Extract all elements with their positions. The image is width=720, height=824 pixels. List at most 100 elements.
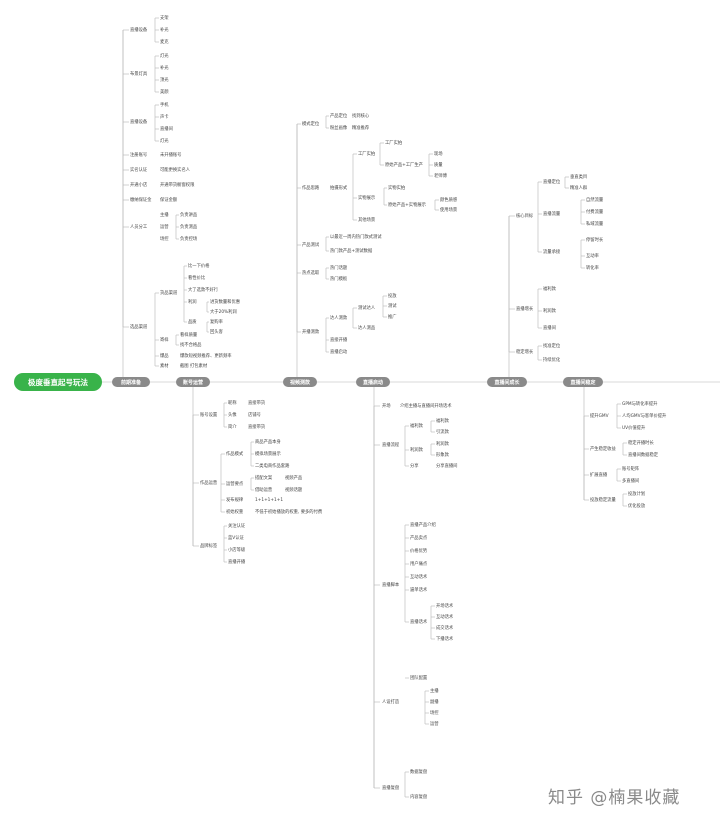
node-f-b[interactable]: 利润款 xyxy=(410,448,423,453)
node-grow[interactable]: 直播增长 xyxy=(516,307,534,312)
node-sample[interactable]: 寄样 xyxy=(160,338,169,343)
node-store-note: 截图 打包素材 xyxy=(180,364,208,369)
node-hot[interactable]: 爆品 xyxy=(160,354,169,359)
node-live-a[interactable]: 达人测款 xyxy=(330,316,348,321)
node-role-2[interactable]: 运营 xyxy=(160,225,169,230)
node-sel-b[interactable]: 利润 xyxy=(188,300,197,305)
node-pc[interactable]: 产生稳定收益 xyxy=(590,447,616,452)
node-craft[interactable]: 运营要点 xyxy=(226,482,244,487)
node-select[interactable]: 选品渠道 xyxy=(130,325,148,330)
branch-live-growth[interactable]: 直播间成长 xyxy=(487,377,527,387)
node-attr-a-note-3: 老师傅 xyxy=(434,174,447,179)
node-lights[interactable]: 布景灯具 xyxy=(130,72,148,77)
node-sel-c[interactable]: 品质 xyxy=(188,320,197,325)
node-c-c-3: 转化率 xyxy=(586,266,599,271)
node-tone[interactable]: 直播话术 xyxy=(410,620,428,625)
branch-prep[interactable]: 前期准备 xyxy=(112,377,150,387)
node-person[interactable]: 人设打造 xyxy=(382,700,400,705)
node-account[interactable]: 注册账号 xyxy=(130,153,148,158)
node-attr-c[interactable]: 其他场景 xyxy=(358,218,376,223)
node-setup-3[interactable]: 简介 xyxy=(228,425,237,430)
node-data-3: UV价值提升 xyxy=(622,426,646,431)
node-shoot-2[interactable]: 声卡 xyxy=(160,115,169,120)
node-c-a[interactable]: 直播定位 xyxy=(543,180,561,185)
node-light-3[interactable]: 顶光 xyxy=(160,78,169,83)
branch-video-test[interactable]: 视频测款 xyxy=(283,377,317,387)
node-f-a[interactable]: 福利款 xyxy=(410,424,423,429)
node-mode-3: 二类电商作品套路 xyxy=(255,464,290,469)
node-people[interactable]: 人员分工 xyxy=(130,225,148,230)
node-setup-2[interactable]: 头像 xyxy=(228,413,237,418)
node-role-1[interactable]: 主播 xyxy=(160,213,169,218)
node-growth[interactable]: 初始权重 xyxy=(226,510,244,515)
node-v-mode-2: 粉丝画像 xyxy=(330,126,348,131)
node-g-a[interactable]: 福利款 xyxy=(543,287,556,292)
node-v-works[interactable]: 作品思路 xyxy=(302,186,320,191)
node-g-c[interactable]: 直播间 xyxy=(543,326,556,331)
node-f-c[interactable]: 分享 xyxy=(410,464,419,469)
node-v-product[interactable]: 产品测试 xyxy=(302,243,320,248)
node-live-c[interactable]: 直播启动 xyxy=(330,350,348,355)
node-c-b-3: 私域流量 xyxy=(586,222,604,227)
node-eq-2[interactable]: 补光 xyxy=(160,28,169,33)
node-eq-1[interactable]: 支架 xyxy=(160,16,169,21)
node-c-b[interactable]: 直播流量 xyxy=(543,212,561,217)
node-deposit[interactable]: 缴纳保证金 xyxy=(130,198,152,203)
node-post[interactable]: 发布规律 xyxy=(226,498,244,503)
node-light-1[interactable]: 灯光 xyxy=(160,54,169,59)
node-shoot-4[interactable]: 灯光 xyxy=(160,139,169,144)
node-data[interactable]: 提升GMV xyxy=(590,414,609,419)
branch-live-start[interactable]: 直播启动 xyxy=(356,377,390,387)
node-intro[interactable]: 开场 xyxy=(382,404,391,409)
node-brand[interactable]: 品牌标签 xyxy=(200,544,218,549)
node-light-4[interactable]: 美颜 xyxy=(160,90,169,95)
node-setup-1[interactable]: 昵称 xyxy=(228,401,237,406)
node-c-c[interactable]: 流量承接 xyxy=(543,250,561,255)
node-v-attr[interactable]: 拍摄形式 xyxy=(330,186,348,191)
node-attr-b-2: 原始产品+实物展示 xyxy=(388,203,426,208)
node-live-a-note-3: 推广 xyxy=(388,315,397,320)
node-core[interactable]: 核心目标 xyxy=(516,214,534,219)
node-eq-3[interactable]: 麦克 xyxy=(160,40,169,45)
node-role-3[interactable]: 场控 xyxy=(160,237,169,242)
node-v-pick[interactable]: 热点选取 xyxy=(302,271,320,276)
node-light-2[interactable]: 补光 xyxy=(160,66,169,71)
node-mode-1: 商品产品本身 xyxy=(255,440,281,445)
node-live-b[interactable]: 直接开播 xyxy=(330,338,348,343)
node-plan[interactable]: 直播脚本 xyxy=(382,583,400,588)
node-pc-1: 稳定开播时长 xyxy=(628,441,654,446)
root-node[interactable]: 极度垂直起号玩法 xyxy=(14,373,102,391)
node-after[interactable]: 直播复盘 xyxy=(382,786,400,791)
node-live-a-note-1: 投放 xyxy=(388,294,397,299)
node-attr-b-note-2: 使用场景 xyxy=(440,208,458,213)
node-mode[interactable]: 作品模式 xyxy=(226,452,244,457)
node-team-expand[interactable]: 扩展直播 xyxy=(590,473,608,478)
node-realname[interactable]: 实名认证 xyxy=(130,168,148,173)
branch-live-stable[interactable]: 直播间稳定 xyxy=(563,377,603,387)
node-shoot[interactable]: 直播设备 xyxy=(130,120,148,125)
node-permission[interactable]: 开通小店 xyxy=(130,183,148,188)
node-equipment[interactable]: 直播设备 xyxy=(130,28,148,33)
node-shoot-1[interactable]: 手机 xyxy=(160,103,169,108)
node-shoot-3[interactable]: 直播间 xyxy=(160,127,173,132)
node-post-note: 1+1+1+1+1 xyxy=(255,498,284,503)
node-g-b[interactable]: 利润款 xyxy=(543,309,556,314)
node-flow[interactable]: 直播流程 xyxy=(382,443,400,448)
node-team-1: 主播 xyxy=(430,689,439,694)
node-sel-a[interactable]: 货品渠道 xyxy=(160,291,178,296)
node-works[interactable]: 作品运营 xyxy=(200,481,218,486)
node-next[interactable]: 稳定增长 xyxy=(516,350,534,355)
branch-operation[interactable]: 账号运营 xyxy=(176,377,210,387)
node-v-record[interactable]: 开播测款 xyxy=(302,330,320,335)
node-attr-b[interactable]: 实物展示 xyxy=(358,196,376,201)
node-attr-a-note-2: 质量 xyxy=(434,163,443,168)
node-attr-a-1: 工厂实拍 xyxy=(385,141,403,146)
node-sel-a-2: 看性价比 xyxy=(188,276,206,281)
node-setup[interactable]: 账号设置 xyxy=(200,413,218,418)
node-attr-a[interactable]: 工厂实拍 xyxy=(358,152,376,157)
node-store[interactable]: 素材 xyxy=(160,364,169,369)
node-ad[interactable]: 投放稳定流量 xyxy=(590,498,616,503)
node-team[interactable]: 团队配置 xyxy=(410,676,428,681)
node-f-a-2: 引流款 xyxy=(436,430,449,435)
node-v-mode[interactable]: 模式定位 xyxy=(302,122,320,127)
